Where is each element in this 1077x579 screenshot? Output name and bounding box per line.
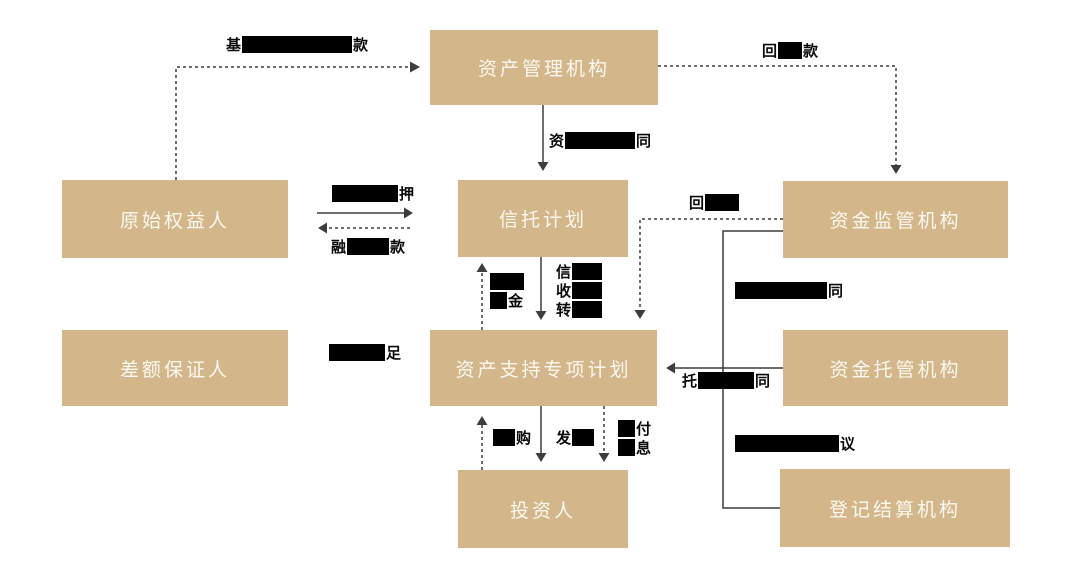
node-label: 投资人	[509, 500, 576, 522]
edge-label-recovery-payment: 回款	[762, 42, 819, 60]
node-asset-manager: 资产管理机构	[430, 30, 658, 105]
redaction-bar	[332, 185, 398, 202]
redaction-bar	[572, 301, 603, 318]
edge-label-principal-interest: 付息	[617, 420, 651, 458]
edge-supervisor-to-registrar	[722, 230, 783, 509]
edge-label-custody-contract: 托同	[682, 372, 771, 390]
redaction-bar	[347, 238, 390, 255]
node-fund-supervisor: 资金监管机构	[783, 181, 1008, 258]
edge-label-recovery: 回	[689, 194, 740, 213]
arrowhead-right-icon	[410, 61, 420, 73]
redaction-bar	[565, 132, 636, 149]
arrowhead-down-icon	[535, 311, 547, 320]
redaction-bar	[698, 372, 755, 389]
edge-label-raised-funds: 金	[489, 273, 525, 311]
node-investor: 投资人	[458, 470, 628, 548]
node-label: 信托计划	[498, 210, 587, 231]
arrowhead-down-icon	[537, 162, 549, 171]
redaction-bar	[572, 282, 603, 299]
redaction-bar	[618, 420, 635, 437]
arrowhead-up-icon	[476, 263, 488, 272]
redaction-bar	[493, 429, 515, 446]
node-label: 差额保证人	[119, 359, 230, 381]
node-guarantor: 差额保证人	[62, 330, 288, 406]
edge-manager-to-supervisor	[658, 65, 897, 165]
node-abs-plan: 资产支持专项计划	[430, 330, 657, 406]
edge-label-issuance: 发	[556, 429, 595, 448]
node-label: 资金托管机构	[829, 359, 962, 381]
edge-label-settlement-agreement: 议	[734, 435, 855, 454]
arrowhead-up-icon	[476, 416, 488, 425]
arrowhead-down-icon	[598, 453, 610, 462]
edge-originator-to-manager	[175, 66, 410, 180]
node-trust-plan: 信托计划	[458, 180, 628, 257]
arrowhead-down-icon	[535, 453, 547, 462]
redaction-bar	[572, 263, 603, 280]
node-label: 资产支持专项计划	[455, 359, 632, 381]
node-fund-custodian: 资金托管机构	[783, 330, 1008, 406]
redaction-bar	[618, 439, 635, 456]
redaction-bar	[490, 273, 524, 290]
redaction-bar	[242, 36, 353, 53]
redaction-bar	[572, 429, 595, 446]
node-label: 原始权益人	[119, 210, 230, 232]
edge-label-shortfall-makeup: 足	[328, 344, 401, 363]
redaction-bar	[329, 344, 385, 361]
edge-label-supervision-contract: 同	[734, 282, 843, 301]
redaction-bar	[490, 292, 507, 309]
node-label: 资产管理机构	[477, 59, 610, 80]
redaction-bar	[778, 42, 803, 59]
redaction-bar	[735, 435, 839, 452]
edge-label-pledge: 押	[331, 185, 414, 204]
edge-label-loan: 融款	[331, 238, 406, 256]
redaction-bar	[705, 194, 740, 211]
arrowhead-left-icon	[666, 362, 675, 374]
node-originator: 原始权益人	[62, 180, 288, 258]
node-label: 资金监管机构	[829, 211, 962, 232]
node-registrar: 登记结算机构	[780, 469, 1010, 547]
arrowhead-right-icon	[404, 207, 413, 219]
arrowhead-down-icon	[890, 165, 902, 174]
redaction-bar	[735, 282, 827, 299]
edge-label-subscription: 购	[492, 429, 531, 448]
arrowhead-down-icon	[634, 310, 646, 319]
node-label: 登记结算机构	[828, 499, 961, 521]
arrowhead-left-icon	[318, 222, 327, 234]
edge-label-trust-benefit-transfer: 信收转	[556, 263, 603, 320]
edge-label-management-contract: 资同	[549, 132, 652, 150]
edge-label-fund-payment: 基款	[226, 36, 369, 54]
